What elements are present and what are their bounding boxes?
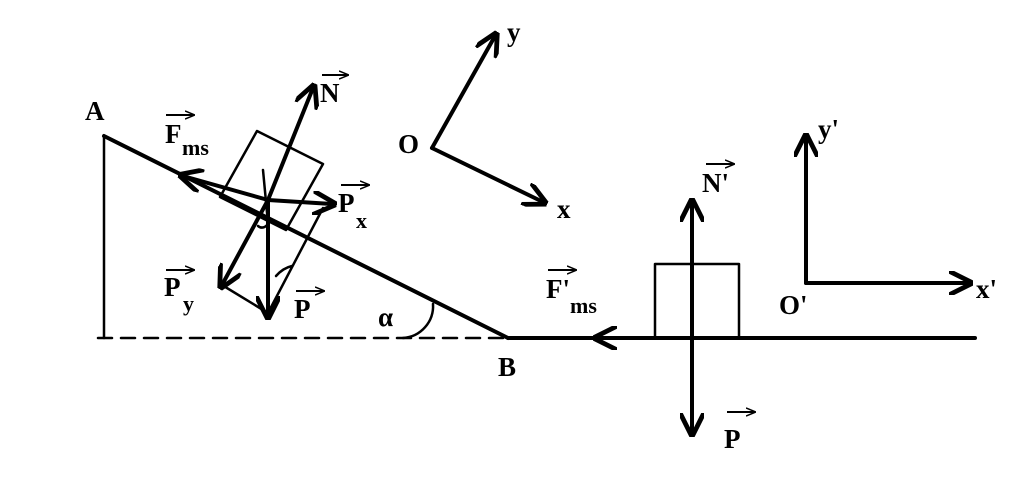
svg-text:N: N <box>320 78 340 108</box>
origin-o-prime-label: O' <box>779 290 808 320</box>
py-force-arrow <box>222 198 270 285</box>
axis-y-arrow <box>430 36 495 150</box>
svg-text:x: x <box>356 208 367 233</box>
svg-text:F': F' <box>546 274 570 304</box>
point-a-label: A <box>85 96 105 126</box>
label-p-y: P y <box>164 270 194 316</box>
block-on-incline <box>218 129 325 232</box>
axis-x-label: x <box>557 194 571 224</box>
svg-text:P: P <box>338 188 355 218</box>
svg-text:P: P <box>164 272 181 302</box>
normal-force-arrow <box>266 88 313 202</box>
label-p-x: P x <box>338 185 369 233</box>
point-b-label: B <box>498 352 516 382</box>
block-on-ground <box>653 262 741 340</box>
svg-text:y: y <box>183 291 194 316</box>
label-n-prime: N' <box>702 164 734 198</box>
axis-x-arrow <box>430 146 543 202</box>
angle-mark-small <box>274 264 294 278</box>
angle-label: α <box>378 302 393 332</box>
svg-text:ms: ms <box>182 135 209 160</box>
construction-line-1 <box>220 283 270 315</box>
label-p: P <box>294 291 324 324</box>
friction-force-arrow <box>183 176 270 202</box>
angle-arc <box>401 302 435 340</box>
construction-line-2 <box>266 206 325 315</box>
label-n: N <box>320 75 348 108</box>
svg-text:P: P <box>294 294 311 324</box>
label-f-ms-prime: F' ms <box>546 270 597 318</box>
svg-text:F: F <box>165 119 182 149</box>
origin-o-label: O <box>398 129 419 159</box>
label-p-ground: P <box>724 412 755 454</box>
svg-text:ms: ms <box>570 293 597 318</box>
label-f-ms: F ms <box>165 115 209 160</box>
svg-text:N': N' <box>702 168 729 198</box>
px-force-arrow <box>266 200 332 204</box>
svg-text:P: P <box>724 424 741 454</box>
axis-y-prime-label: y' <box>818 114 839 144</box>
incline-surface <box>102 134 510 340</box>
axis-x-prime-label: x' <box>976 274 997 304</box>
axis-y-label: y <box>507 17 521 47</box>
